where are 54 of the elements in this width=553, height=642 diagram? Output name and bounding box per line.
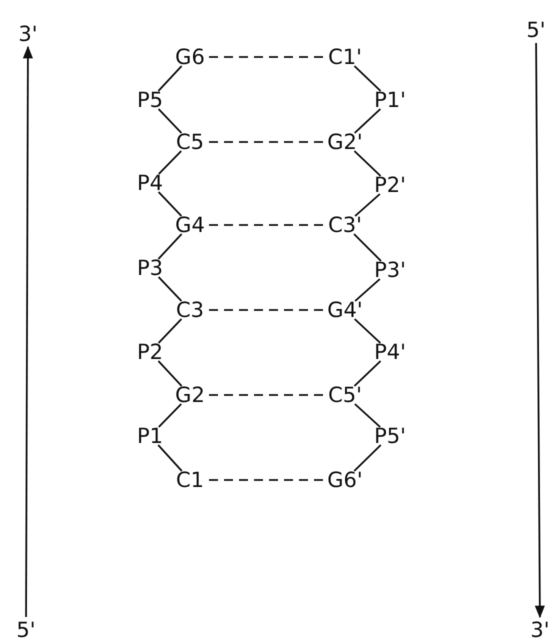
connector-line xyxy=(353,233,382,262)
node-label: P3 xyxy=(127,255,173,281)
node-label: C3 xyxy=(167,297,213,323)
node-label: P2' xyxy=(367,172,413,198)
dashed-line xyxy=(209,56,326,58)
connector-line xyxy=(354,108,381,134)
node-label: G4' xyxy=(322,297,368,323)
node-label: C5 xyxy=(167,129,213,155)
node-label: C1' xyxy=(322,44,368,70)
connector-line xyxy=(354,193,380,217)
connector-line xyxy=(158,65,182,92)
node-label: 3' xyxy=(17,21,39,47)
connector-line xyxy=(158,403,182,428)
connector-line xyxy=(354,403,381,428)
node-label: P4 xyxy=(127,170,173,196)
node-label: P2 xyxy=(127,339,173,365)
node-label: G2' xyxy=(322,129,368,155)
connector-line xyxy=(158,150,182,175)
connector-line xyxy=(354,360,382,387)
dashed-line xyxy=(209,479,326,481)
connector-line xyxy=(354,318,381,344)
connector-line xyxy=(158,360,182,387)
node-label: C1 xyxy=(167,467,213,493)
dashed-line xyxy=(209,394,326,396)
node-label: C5' xyxy=(322,382,368,408)
node-label: 3' xyxy=(529,617,551,642)
node-label: G4 xyxy=(167,212,213,238)
node-label: G6' xyxy=(322,467,368,493)
connector-line xyxy=(158,108,182,134)
connector-line xyxy=(354,65,382,92)
arrow xyxy=(534,43,545,618)
node-label: P3' xyxy=(367,257,413,283)
connector-line xyxy=(354,444,382,472)
connector-line xyxy=(158,444,182,472)
node-label: P5' xyxy=(367,423,413,449)
node-label: P4' xyxy=(367,339,413,365)
node-label: G2 xyxy=(167,382,213,408)
node-label: G6 xyxy=(167,44,213,70)
connector-line xyxy=(158,276,182,302)
node-label: 5' xyxy=(525,17,547,43)
dashed-line xyxy=(209,309,326,311)
node-label: P1 xyxy=(127,423,173,449)
dashed-line xyxy=(209,141,326,143)
node-label: 5' xyxy=(15,617,37,642)
node-label: P5 xyxy=(127,87,173,113)
connector-line xyxy=(354,150,382,177)
connector-line xyxy=(354,278,380,302)
dashed-line xyxy=(209,224,326,226)
connector-line xyxy=(158,318,182,344)
connector-line xyxy=(158,191,182,217)
node-label: P1' xyxy=(367,87,413,113)
node-label: C3' xyxy=(322,212,368,238)
arrow xyxy=(22,46,33,617)
connector-line xyxy=(158,233,182,260)
